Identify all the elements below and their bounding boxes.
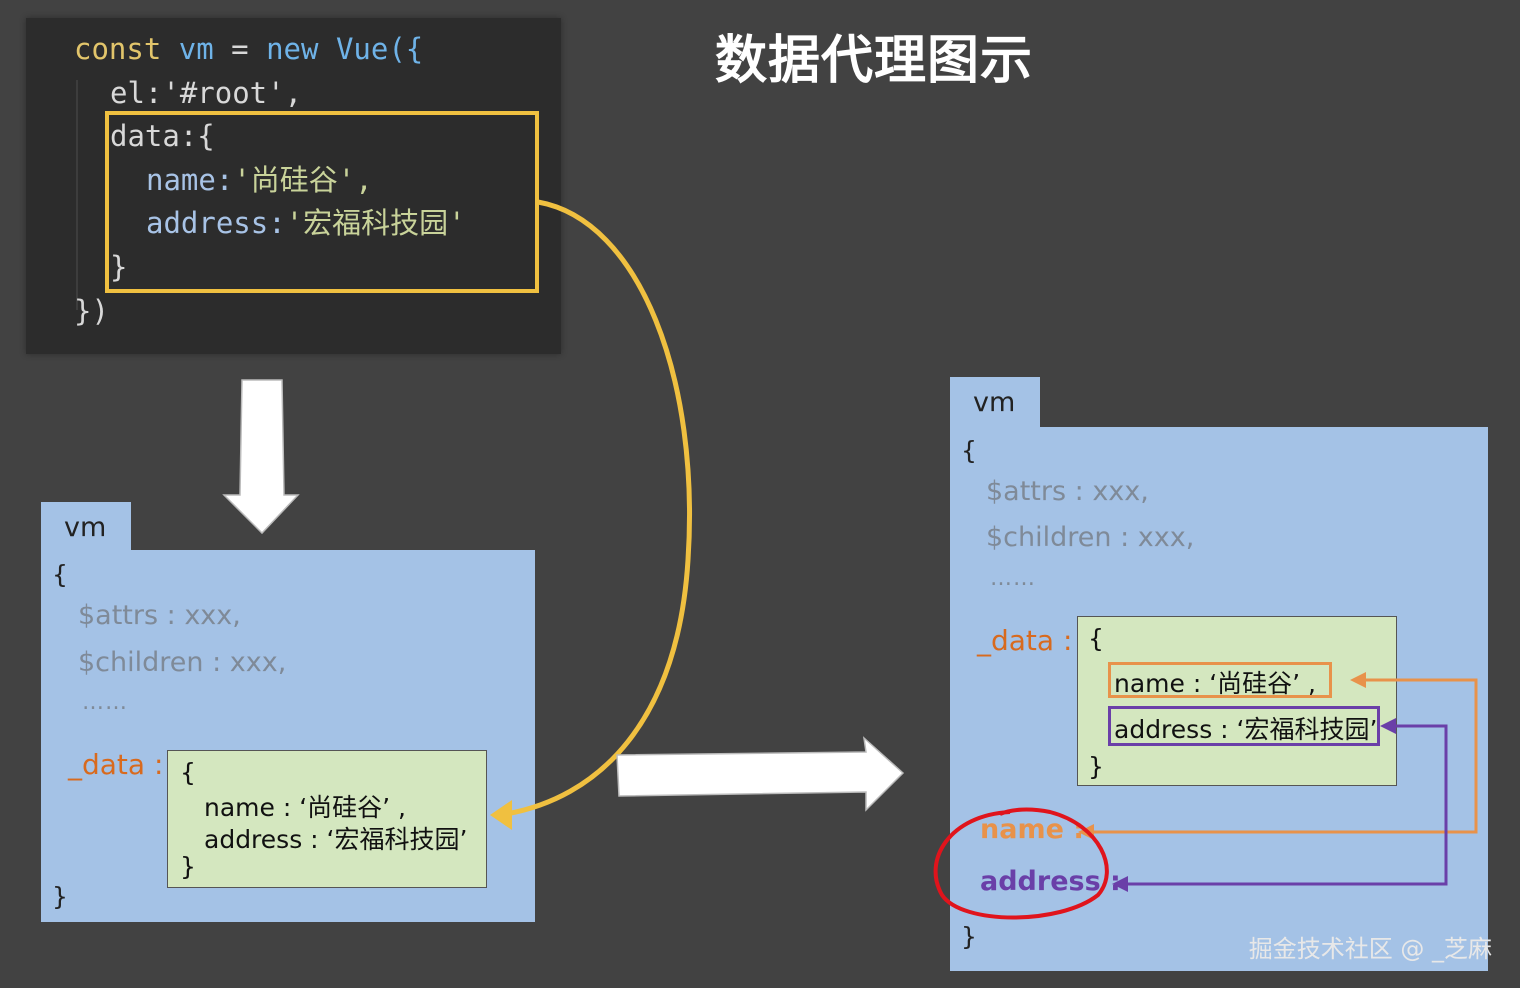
right-proxy-address: address : xyxy=(980,866,1121,897)
yellow-curve-arrow xyxy=(499,199,693,818)
code-vue: Vue({ xyxy=(335,32,424,66)
code-eq: = xyxy=(213,32,267,66)
diagram-title: 数据代理图示 xyxy=(715,31,1034,91)
purple-arrowhead-bottom xyxy=(1112,876,1128,892)
watermark: 掘金技术社区 @ _芝麻 xyxy=(1248,935,1492,963)
yellow-arrowhead xyxy=(490,800,512,830)
right-data-address: address : ‘宏福科技园’ xyxy=(1114,715,1378,744)
right-vm-data-box xyxy=(1077,616,1397,786)
code-address-value: '宏福科技园' xyxy=(285,206,466,240)
right-vm-data-label: _data : xyxy=(977,624,1073,657)
indent-guide xyxy=(76,80,78,310)
right-arrow xyxy=(616,736,905,812)
right-vm-ellipsis: …… xyxy=(990,566,1036,591)
code-line-3: data:{ xyxy=(110,119,215,153)
left-data-open: { xyxy=(180,758,196,787)
left-vm-data-label: _data : xyxy=(68,748,164,781)
right-vm-close-brace: } xyxy=(961,922,977,951)
left-vm-attrs: $attrs : xxx, xyxy=(78,600,241,631)
right-data-name: name : ‘尚硅谷’ , xyxy=(1114,669,1317,698)
left-vm-open-brace: { xyxy=(52,560,68,589)
code-vm: vm xyxy=(178,32,214,66)
left-vm-tab xyxy=(41,502,131,554)
code-line-1: const vm = new Vue({ xyxy=(74,32,423,66)
code-new: new xyxy=(266,32,319,66)
code-line-2: el:'#root', xyxy=(110,76,303,110)
right-data-close: } xyxy=(1088,752,1104,781)
left-data-name: name : ‘尚硅谷’ , xyxy=(204,793,407,822)
right-vm-attrs: $attrs : xxx, xyxy=(986,476,1149,507)
right-data-open: { xyxy=(1088,624,1104,653)
left-vm-ellipsis: …… xyxy=(82,690,128,715)
orange-proxy-line xyxy=(1084,678,1478,834)
right-vm-tab xyxy=(950,377,1040,431)
left-vm-children: $children : xxx, xyxy=(78,647,287,678)
right-vm-children: $children : xxx, xyxy=(986,522,1195,553)
right-data-address-highlight xyxy=(1108,706,1380,746)
code-line-5: address:'宏福科技园' xyxy=(146,206,466,240)
code-address-key: address: xyxy=(146,206,286,240)
code-data-highlight xyxy=(105,111,539,293)
left-vm-tab-label: vm xyxy=(64,512,107,543)
code-line-4: name:'尚硅谷', xyxy=(146,163,373,197)
code-panel: const vm = new Vue({ el:'#root', data:{ … xyxy=(26,18,561,354)
right-vm-tab-label: vm xyxy=(973,387,1016,418)
code-const: const xyxy=(74,32,162,66)
left-vm-data-box xyxy=(167,750,487,888)
red-circle-annotation xyxy=(933,807,1109,920)
code-name-key: name: xyxy=(146,163,234,197)
purple-proxy-line xyxy=(1118,724,1448,886)
orange-arrowhead-top xyxy=(1350,672,1366,688)
purple-arrowhead-top xyxy=(1380,718,1396,734)
left-vm-close-brace: } xyxy=(52,882,68,911)
right-vm-open-brace: { xyxy=(961,436,977,465)
code-line-7: }) xyxy=(74,294,109,328)
right-data-name-highlight xyxy=(1108,662,1332,698)
code-name-value: '尚硅谷', xyxy=(233,163,373,197)
left-data-address: address : ‘宏福科技园’ xyxy=(204,825,468,854)
code-line-6: } xyxy=(110,250,128,284)
down-arrow xyxy=(222,379,300,535)
left-data-close: } xyxy=(180,852,196,881)
